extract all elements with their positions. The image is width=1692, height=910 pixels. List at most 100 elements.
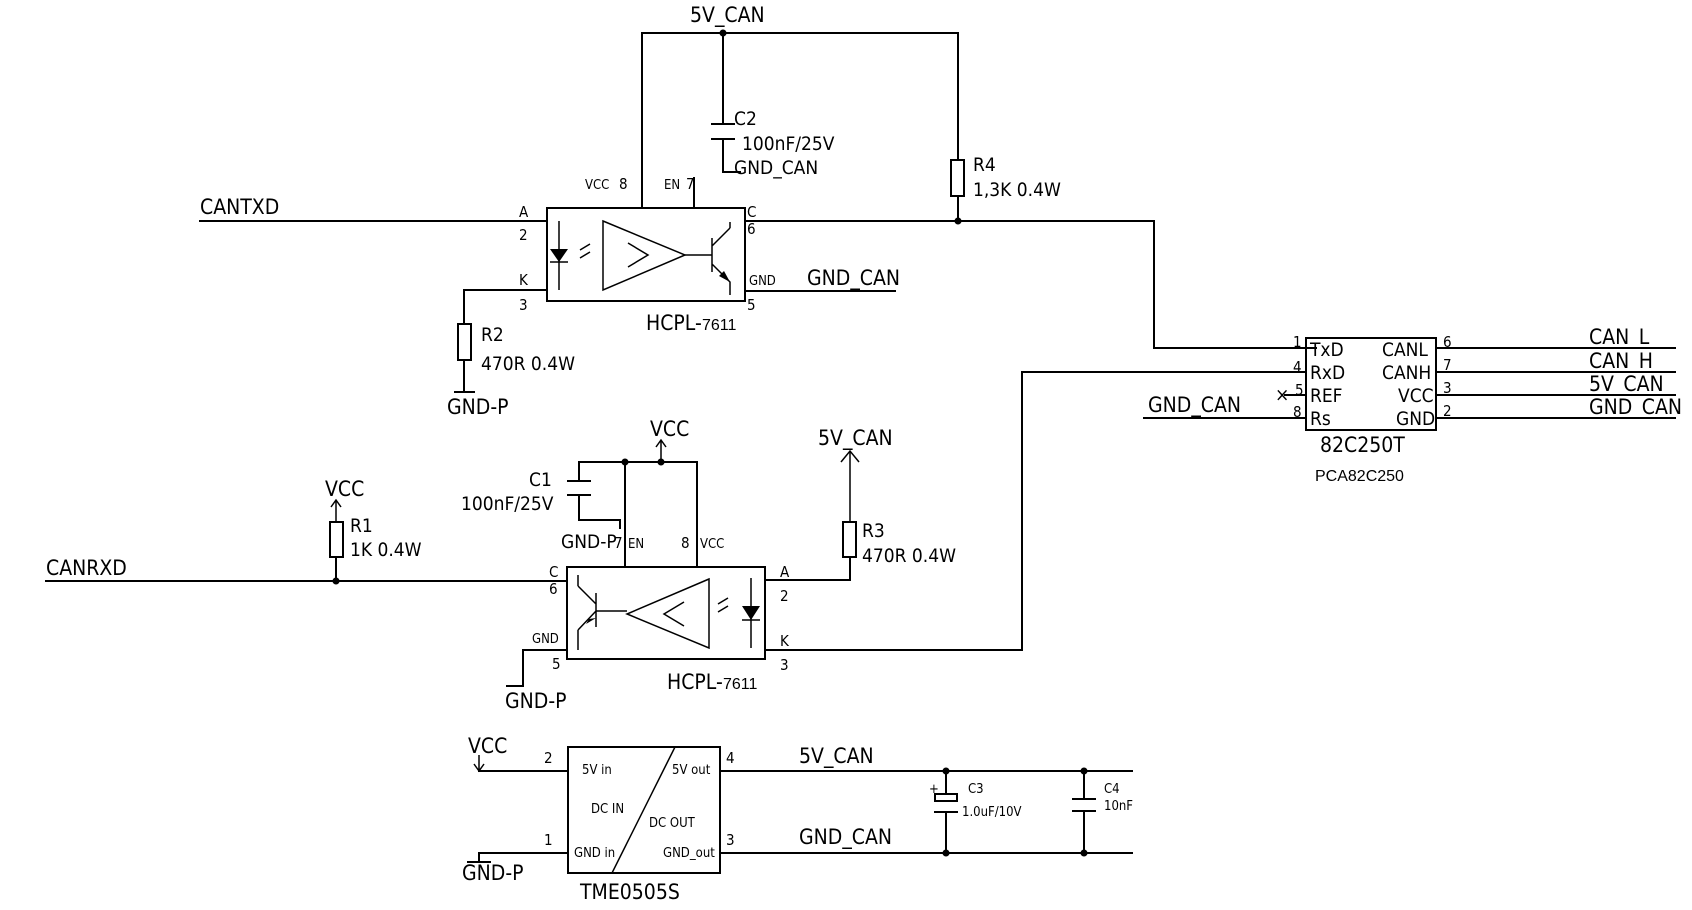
r1-ref: R1 (350, 515, 373, 537)
optocoupler-u1: VCC 8 EN 7 GND A 2 K 3 C 6 5 HCPL- 7611 (519, 175, 776, 335)
capacitor-c2: C2 100nF/25V GND_CAN (711, 108, 835, 179)
r3-value: 470R 0.4W (862, 545, 956, 567)
net-label-can-l: CAN_L (1589, 325, 1650, 350)
resistor-r4: R4 1,3K 0.4W (950, 154, 1061, 221)
u2-en-label: EN (628, 537, 644, 552)
u1-pin-en: 7 (686, 175, 695, 193)
net-label-5v-r3: 5V_CAN (818, 426, 893, 451)
r2-value: 470R 0.4W (481, 353, 575, 375)
no-connect-ref: × (1275, 384, 1289, 406)
can-part-subtitle: PCA82C250 (1315, 468, 1404, 485)
dcdc-dc-in: DC IN (591, 802, 624, 817)
dcdc-pin-out-pos: 4 (726, 749, 735, 767)
capacitor-c3: + C3 1.0uF/10V (929, 770, 1022, 854)
can-pin-rxd-num: 4 (1293, 358, 1302, 376)
c1-ref: C1 (529, 469, 552, 491)
u1-wiring: CANTXD GND_CAN (199, 195, 1317, 349)
dcdc-pin-in-neg: 1 (544, 831, 553, 849)
dcdc-dc-out: DC OUT (649, 816, 696, 831)
net-label-5v-dc-out: 5V_CAN (799, 744, 874, 769)
u1-pin-a-num: 2 (519, 226, 528, 244)
dcdc-wiring: VCC GND-P 5V_CAN GND_CAN (462, 734, 1133, 885)
dcdc-converter: 5V in DC IN GND in 5V out DC OUT GND_out… (544, 746, 735, 904)
can-pin-rs: Rs (1310, 408, 1331, 430)
u2-pin-c: C (549, 563, 558, 581)
u2-gnd-label-net: GND-P (505, 689, 567, 713)
can-pin-rs-num: 8 (1293, 403, 1302, 421)
r3-ref: R3 (862, 520, 885, 542)
r1-value: 1K 0.4W (350, 539, 422, 561)
capacitor-c4: C4 10nF (1072, 770, 1133, 854)
u2-name-prefix: HCPL- (667, 670, 723, 694)
u1-pin-c: C (747, 203, 756, 221)
net-label-canrxd: CANRXD (46, 556, 127, 580)
u2-pin-vcc: 8 (681, 534, 690, 552)
c2-ref: C2 (734, 108, 757, 130)
c3-value: 1.0uF/10V (962, 805, 1022, 820)
c2-value: 100nF/25V (742, 133, 835, 155)
r2-ref: R2 (481, 324, 504, 346)
dcdc-out-pos: 5V out (672, 763, 711, 778)
can-pin-ref-num: 5 (1295, 381, 1304, 399)
net-label-out-5v: 5V_CAN (1589, 372, 1664, 397)
dcdc-pin-out-neg: 3 (726, 831, 735, 849)
net-label-vcc-c1: VCC (650, 417, 689, 441)
net-label-gnd-dc-out: GND_CAN (799, 825, 892, 850)
dcdc-in-neg: GND in (574, 846, 615, 861)
net-label-can-h: CAN_H (1589, 349, 1653, 374)
resistor-r3: 5V_CAN R3 470R 0.4W (818, 426, 956, 567)
u1-pin-vcc: 8 (619, 175, 628, 193)
u2-pin-k-num: 3 (780, 656, 789, 674)
u1-pin-a: A (519, 203, 529, 221)
optocoupler-u2: 7 EN 8 VCC GND C 6 5 A 2 K 3 HCPL- 7611 (532, 534, 790, 694)
u1-gnd-label: GND (749, 274, 776, 289)
u2-pin-c-num: 6 (549, 580, 558, 598)
net-label-vcc-r1: VCC (325, 477, 364, 501)
u2-vcc-label: VCC (700, 537, 724, 552)
r4-value: 1,3K 0.4W (973, 179, 1061, 201)
net-label-gnd-p-dc: GND-P (462, 861, 524, 885)
can-pin-rxd: RxD (1310, 362, 1345, 384)
can-pin-canl: CANL (1382, 339, 1428, 361)
can-pin-canl-num: 6 (1443, 333, 1452, 351)
u2-name-suffix: 7611 (723, 676, 758, 693)
u2-gnd-label: GND (532, 632, 559, 647)
can-pin-txd: TxD (1309, 339, 1344, 361)
u1-pin-k-num: 3 (519, 296, 528, 314)
c1-gnd-label: GND-P (561, 531, 617, 553)
u2-pin-gnd-num: 5 (552, 655, 561, 673)
u1-pin-k: K (519, 271, 529, 289)
u1-pin-c-num: 6 (747, 220, 756, 238)
u2-pin-k: K (780, 632, 790, 650)
u2-pin-a-num: 2 (780, 587, 789, 605)
u1-vcc-label: VCC (585, 178, 609, 193)
can-pin-vcc: VCC (1398, 385, 1434, 407)
can-pin-txd-num: 1 (1293, 333, 1302, 351)
vcc-c1-rail: VCC C1 100nF/25V GND-P (461, 417, 698, 568)
u1-pin-gnd-num: 5 (747, 296, 756, 314)
r2-gnd-label: GND-P (447, 395, 509, 419)
dcdc-part-name: TME0505S (579, 880, 680, 904)
u1-name-suffix: 7611 (702, 317, 737, 334)
c1-value: 100nF/25V (461, 493, 554, 515)
u1-name-prefix: HCPL- (646, 311, 702, 335)
net-label-out-gnd: GND_CAN (1589, 395, 1682, 420)
net-label-rs-gnd: GND_CAN (1148, 393, 1241, 418)
can-pin-canh-num: 7 (1443, 356, 1452, 374)
can-pin-gnd: GND (1396, 408, 1435, 430)
resistor-r2: R2 470R 0.4W GND-P (447, 323, 575, 419)
r4-ref: R4 (973, 154, 996, 176)
c3-plus: + (929, 782, 939, 797)
u1-gnd-can-label: GND_CAN (807, 266, 900, 291)
u2-pin-en: 7 (614, 534, 623, 552)
c4-value: 10nF (1104, 799, 1133, 814)
can-transceiver: 1 4 5 8 TxD RxD REF Rs × CANL CANH VCC G… (1021, 325, 1682, 485)
dcdc-pin-in-pos: 2 (544, 749, 553, 767)
u1-en-label: EN (664, 178, 680, 193)
resistor-r1: VCC R1 1K 0.4W (325, 477, 422, 582)
u2-pin-a: A (780, 563, 790, 581)
c4-ref: C4 (1104, 782, 1120, 797)
dcdc-out-neg: GND_out (663, 846, 715, 861)
can-pin-canh: CANH (1382, 362, 1431, 384)
top-supply-rail: 5V_CAN (641, 3, 959, 179)
